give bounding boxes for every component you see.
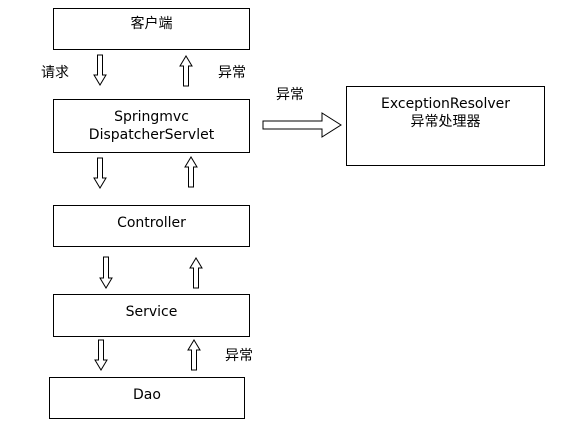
down-arrow-dispatcher-controller	[93, 157, 107, 189]
up-arrow-service-controller	[189, 257, 203, 289]
up-arrow-dispatcher-client	[179, 55, 193, 87]
exception-label-top: 异常	[218, 65, 246, 81]
request-label: 请求	[41, 65, 69, 81]
down-arrow-service-dao	[94, 339, 108, 371]
up-arrow-controller-dispatcher	[184, 156, 198, 188]
resolver-label-line1: ExceptionResolver	[380, 96, 510, 112]
down-arrow-client-dispatcher	[93, 54, 107, 86]
dispatcher-servlet-box: Springmvc DispatcherServlet	[53, 99, 250, 153]
up-arrow-dao-service	[187, 339, 201, 371]
dao-label: Dao	[133, 387, 161, 403]
service-label: Service	[125, 304, 178, 320]
controller-label: Controller	[117, 215, 186, 231]
resolver-label-line2: 异常处理器	[410, 114, 481, 130]
controller-box: Controller	[53, 205, 250, 247]
dispatcher-label-line2: DispatcherServlet	[88, 127, 215, 143]
exception-label-bottom: 异常	[225, 348, 253, 364]
exception-resolver-box: ExceptionResolver 异常处理器	[346, 86, 545, 166]
client-label: 客户端	[130, 16, 173, 32]
service-box: Service	[53, 294, 250, 337]
dao-box: Dao	[49, 377, 245, 419]
right-arrow-dispatcher-resolver	[262, 112, 342, 138]
dispatcher-label-line1: Springmvc	[114, 109, 189, 125]
exception-label-resolver: 异常	[276, 87, 304, 103]
down-arrow-controller-service	[99, 256, 113, 289]
client-box: 客户端	[53, 8, 250, 50]
